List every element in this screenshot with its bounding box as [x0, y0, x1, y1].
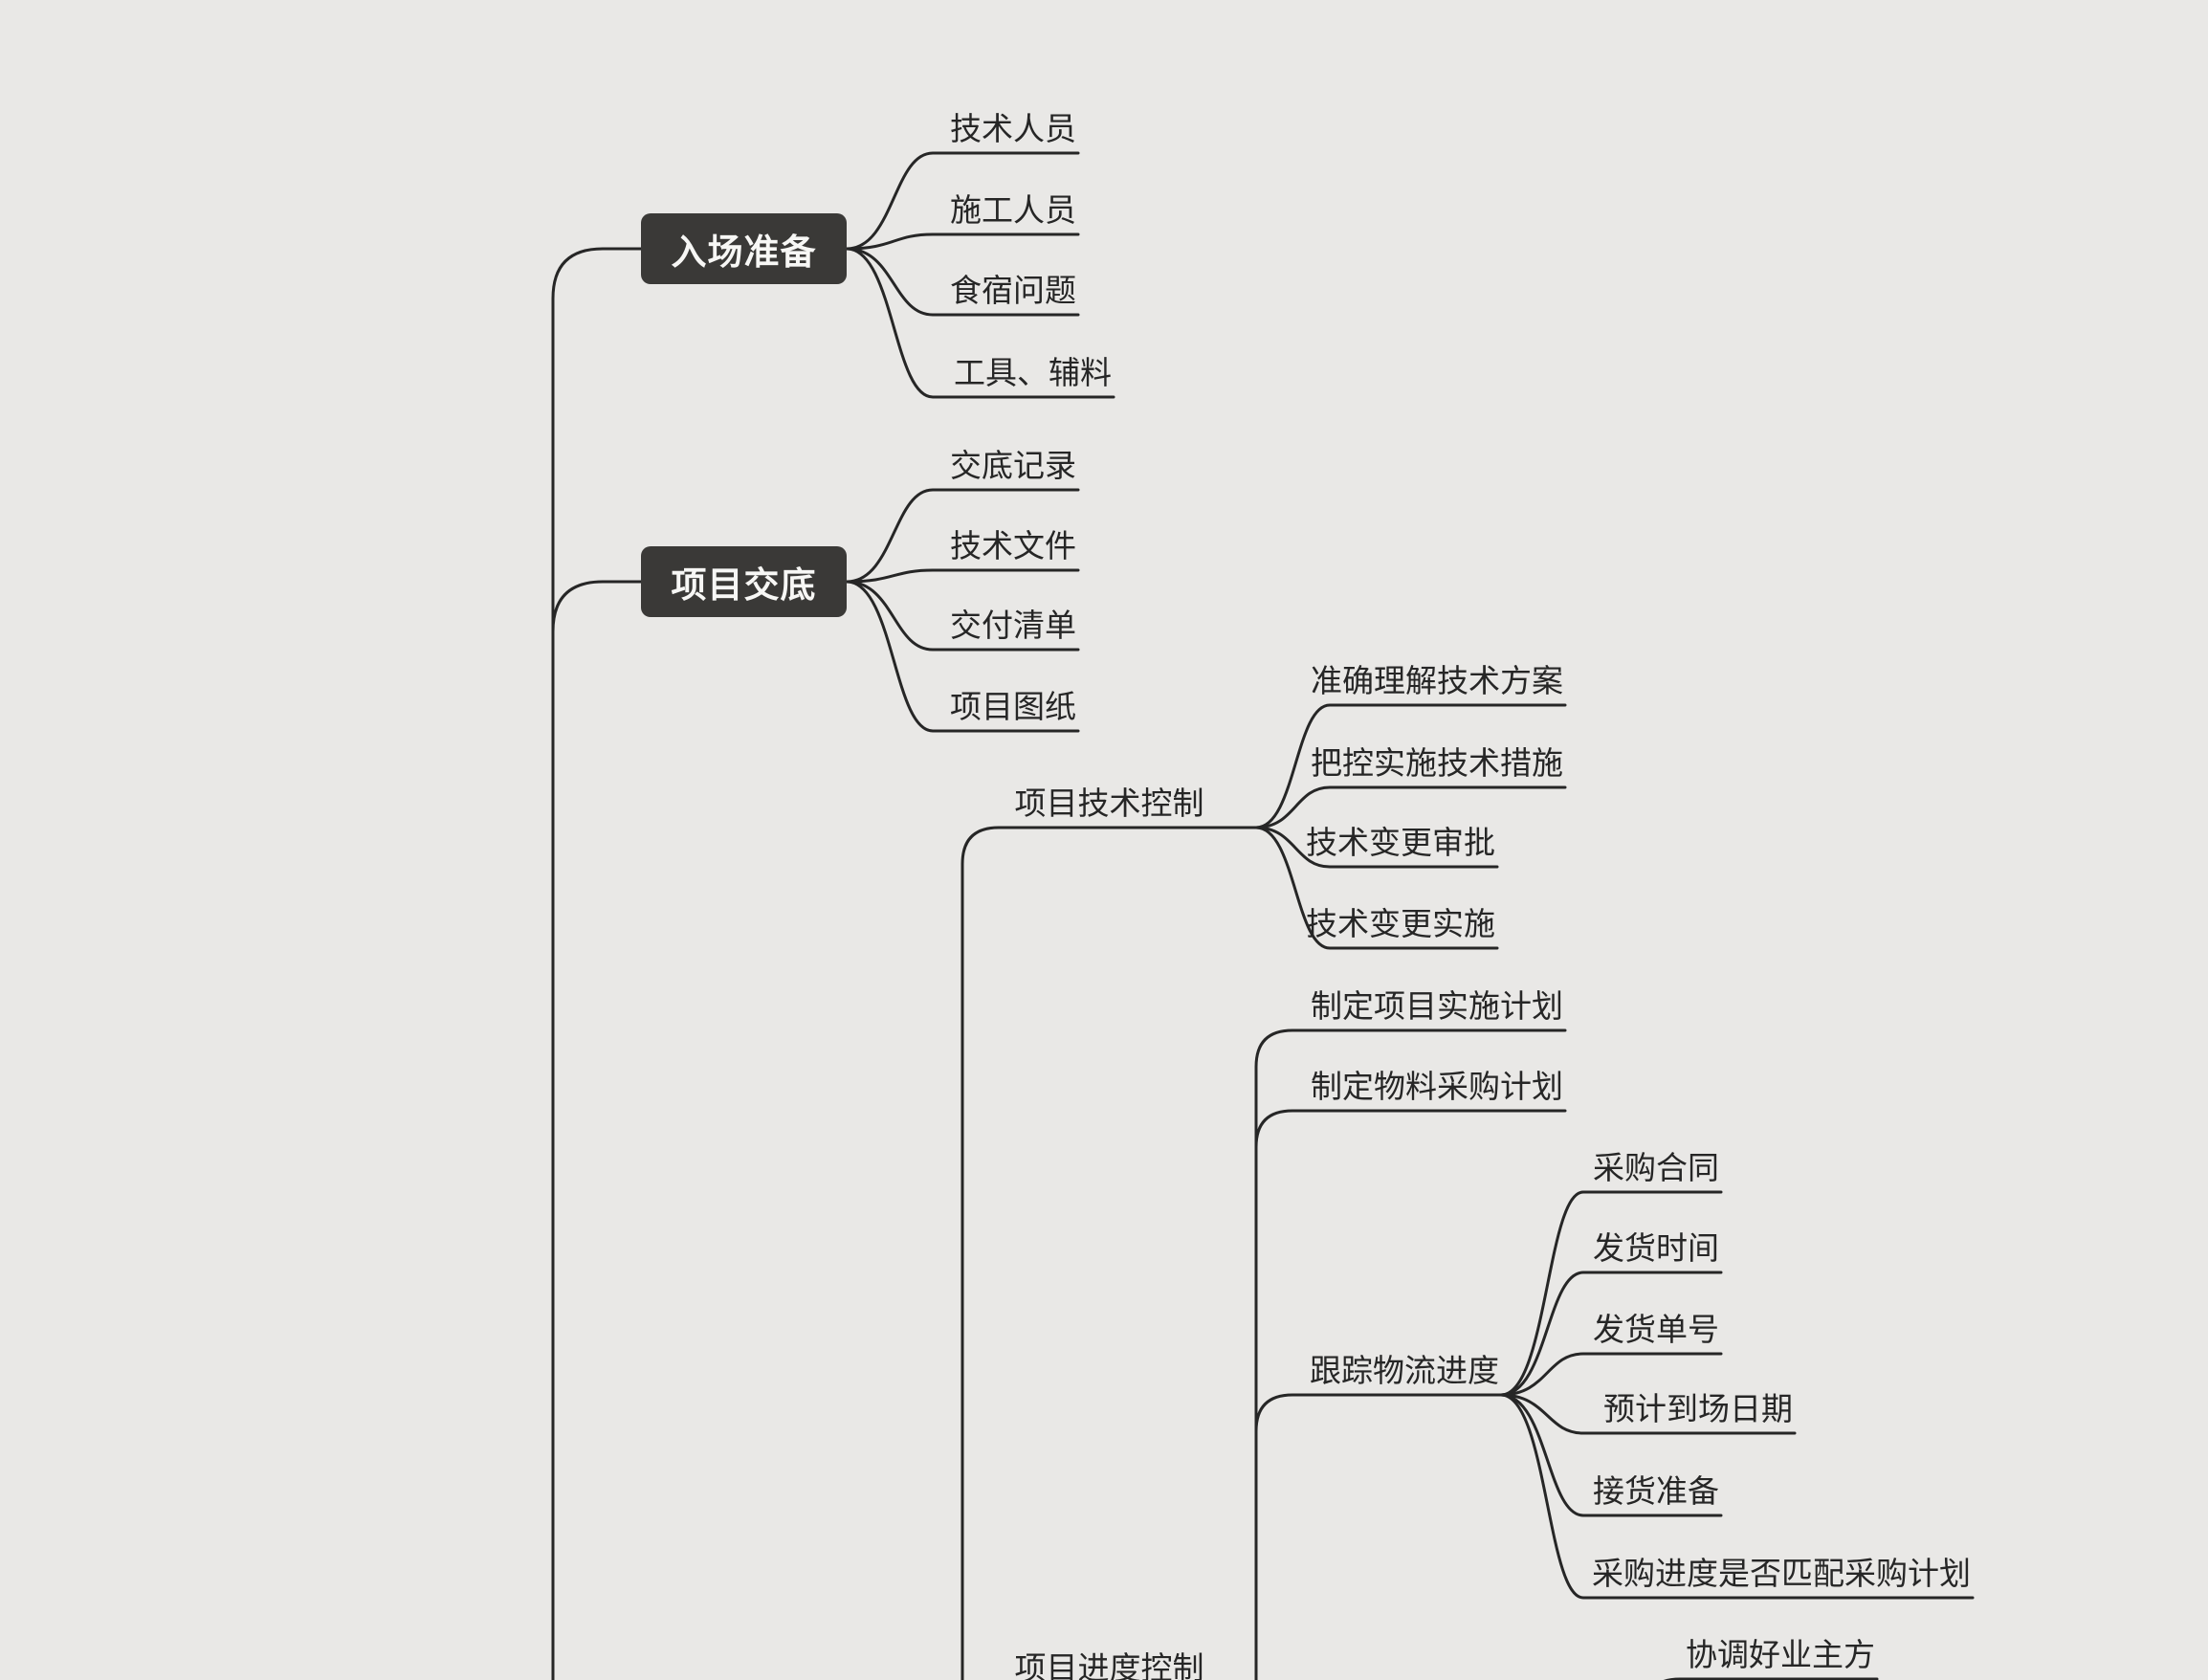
node-tech-control[interactable]: 项目技术控制 — [1014, 785, 1204, 822]
node-procurement-progress-match[interactable]: 采购进度是否匹配采购计划 — [1592, 1555, 1971, 1592]
node-accommodation[interactable]: 食宿问题 — [950, 272, 1076, 309]
node-progress-control[interactable]: 项目进度控制 — [1014, 1649, 1204, 1680]
node-briefing-record[interactable]: 交底记录 — [950, 447, 1076, 484]
link-logistics-children — [1499, 1190, 1975, 1600]
node-tools-materials[interactable]: 工具、辅料 — [954, 354, 1112, 391]
node-shipping-number[interactable]: 发货单号 — [1593, 1311, 1719, 1348]
node-control-technical-measures[interactable]: 把控实施技术措施 — [1311, 744, 1563, 782]
link-tech-control — [960, 703, 1567, 1680]
node-delivery-list[interactable]: 交付清单 — [950, 607, 1076, 644]
link-progress-control-children — [1254, 1028, 1567, 1680]
node-make-implementation-plan[interactable]: 制定项目实施计划 — [1311, 987, 1563, 1025]
node-technical-documents[interactable]: 技术文件 — [950, 527, 1076, 564]
node-understand-technical-plan[interactable]: 准确理解技术方案 — [1311, 662, 1563, 699]
node-track-logistics[interactable]: 跟踪物流进度 — [1310, 1352, 1499, 1389]
node-project-drawings[interactable]: 项目图纸 — [950, 688, 1076, 725]
node-technical-change-implementation[interactable]: 技术变更实施 — [1306, 905, 1495, 942]
node-coordinate-owner[interactable]: 协调好业主方 — [1686, 1636, 1875, 1673]
link-project-briefing-children — [845, 488, 1080, 733]
node-shipping-time[interactable]: 发货时间 — [1593, 1229, 1719, 1267]
topic-project-briefing[interactable]: 项目交底 — [641, 546, 847, 617]
node-technical-staff[interactable]: 技术人员 — [950, 110, 1076, 147]
node-purchase-contract[interactable]: 采购合同 — [1593, 1149, 1719, 1186]
link-entry-preparation-children — [845, 151, 1115, 399]
node-make-procurement-plan[interactable]: 制定物料采购计划 — [1311, 1068, 1563, 1105]
node-expected-arrival-date[interactable]: 预计到场日期 — [1603, 1390, 1793, 1427]
node-construction-staff[interactable]: 施工人员 — [950, 191, 1076, 229]
node-technical-change-approval[interactable]: 技术变更审批 — [1306, 824, 1495, 861]
topic-entry-preparation[interactable]: 入场准备 — [641, 213, 847, 284]
node-receiving-preparation[interactable]: 接货准备 — [1593, 1472, 1719, 1510]
link-root-spine — [551, 247, 643, 1680]
link-coordinate-owner — [1664, 1677, 1879, 1680]
